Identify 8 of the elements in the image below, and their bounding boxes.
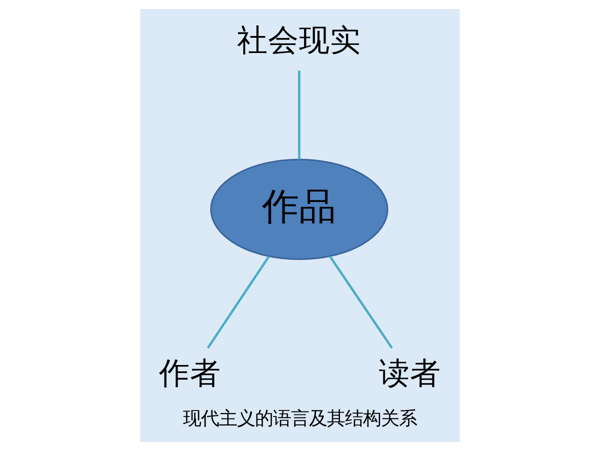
caption: 现代主义的语言及其结构关系 <box>183 408 417 429</box>
connector <box>329 255 393 348</box>
node-text: 读者 <box>378 356 441 392</box>
node-text: 社会现实 <box>237 22 362 58</box>
node-text: 作者 <box>159 356 222 392</box>
node-ellipse: 作品 <box>210 158 388 260</box>
connector <box>206 255 270 348</box>
connector <box>298 70 300 159</box>
